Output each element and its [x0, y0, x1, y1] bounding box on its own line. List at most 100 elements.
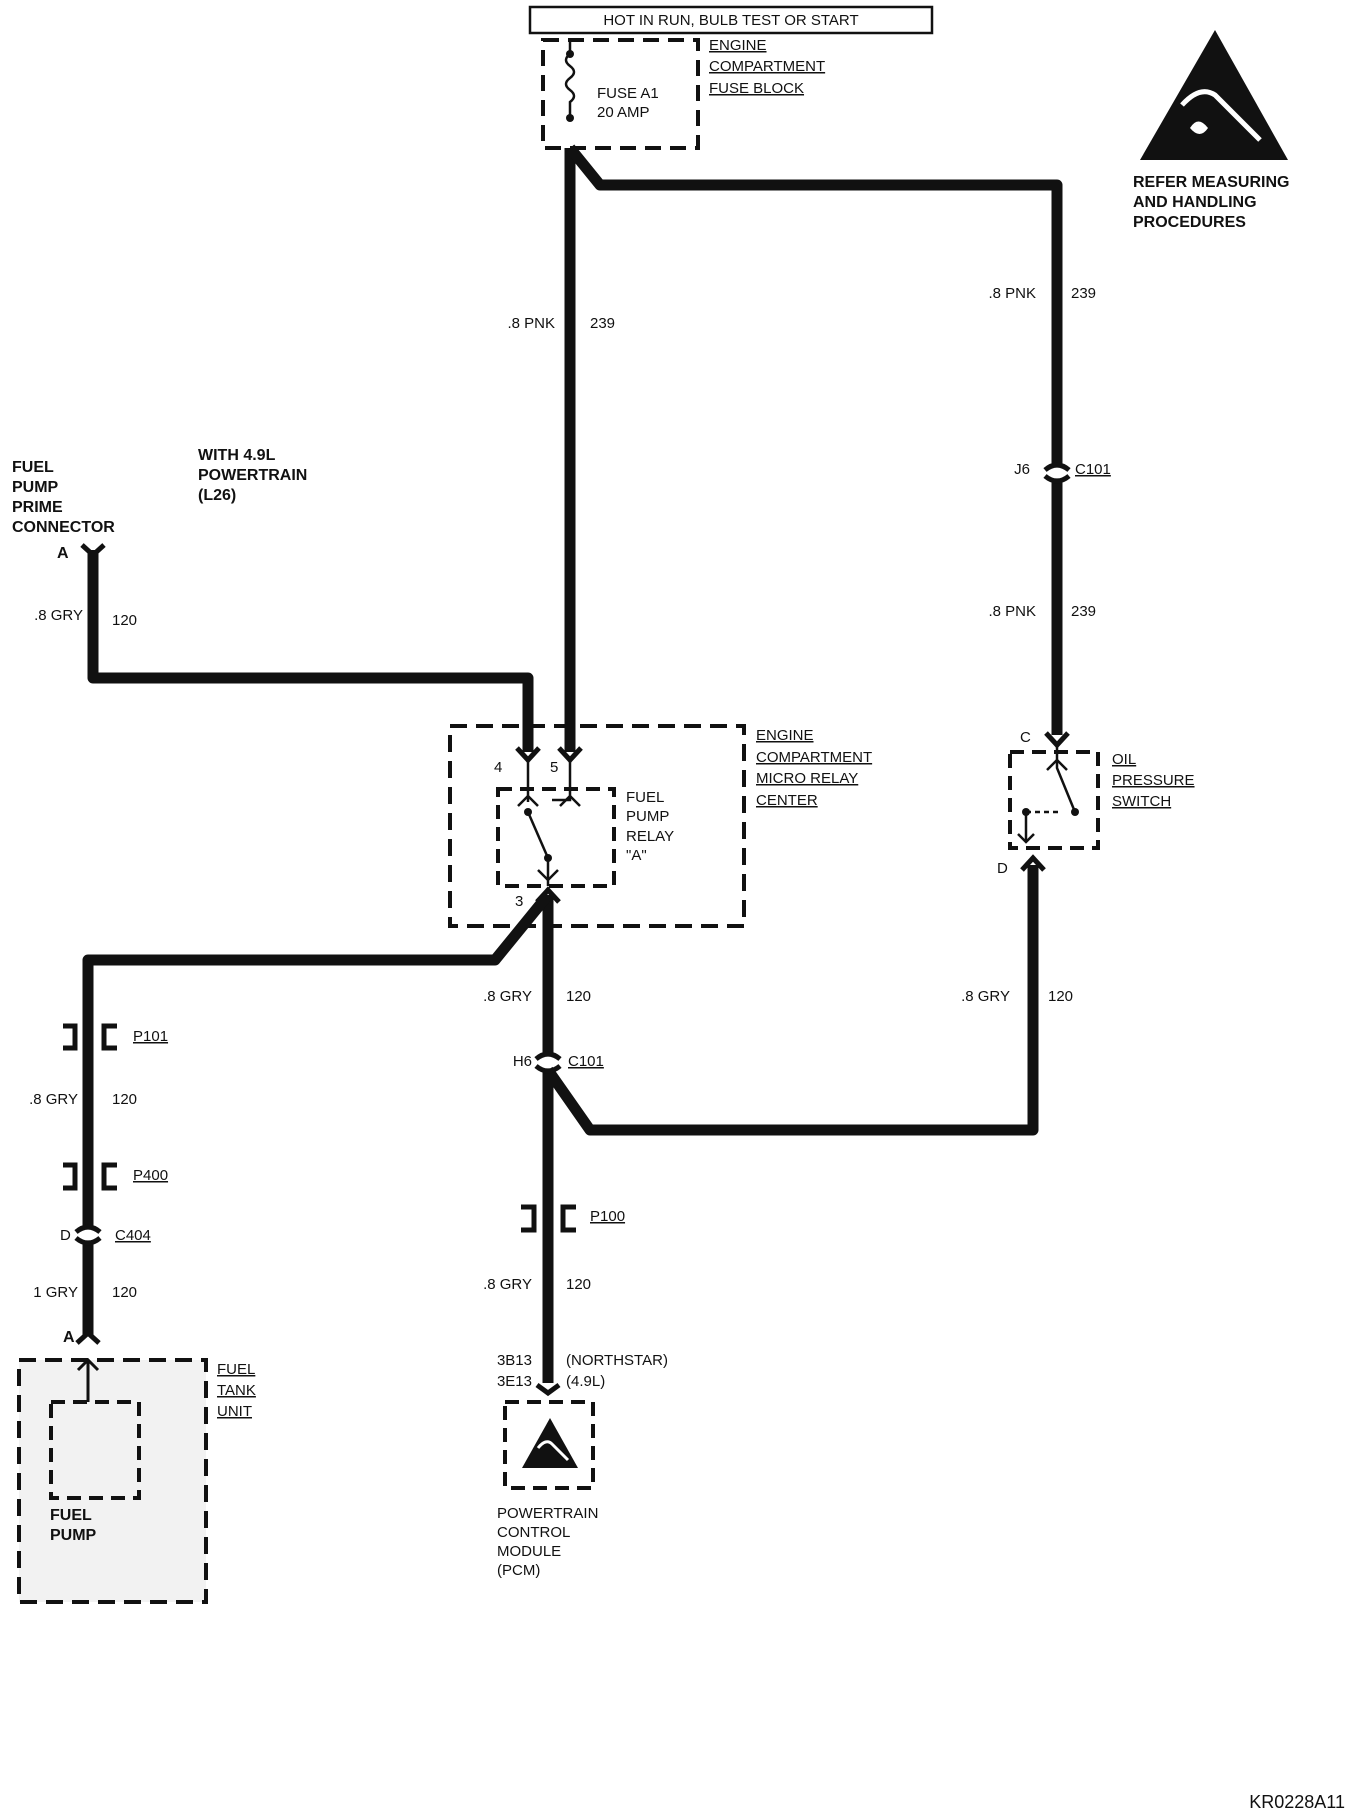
- p400-passthrough: [63, 1162, 117, 1191]
- relay-label-3: RELAY: [626, 828, 674, 845]
- fuse-block-title-1: ENGINE: [709, 37, 767, 54]
- relay-center-title-3: MICRO RELAY: [756, 770, 858, 787]
- relay-contact-2: [544, 854, 552, 862]
- oil-switch-contact-2: [1022, 808, 1030, 816]
- p101-passthrough: [63, 1023, 117, 1051]
- label-tank-circuit: 120: [112, 1284, 137, 1301]
- option-note-3: (L26): [198, 487, 236, 504]
- p100-passthrough: [521, 1204, 576, 1233]
- label-left-circuit: 120: [112, 1091, 137, 1108]
- fuse-symbol: [564, 42, 576, 118]
- c404-name: C404: [115, 1227, 151, 1244]
- power-label-box: [528, 5, 934, 35]
- label-pnk-right-gauge: .8 PNK: [988, 285, 1036, 302]
- warning-line-3: PROCEDURES: [1133, 214, 1246, 231]
- pcm-variant-1: (NORTHSTAR): [566, 1352, 668, 1369]
- power-label: HOT IN RUN, BULB TEST OR START: [603, 12, 858, 29]
- c101-top-connector: [1043, 462, 1071, 484]
- c101-top-pin: J6: [1014, 461, 1030, 478]
- p100-label: P100: [590, 1208, 625, 1225]
- prime-title-3: PRIME: [12, 499, 63, 516]
- pcm-esd-icon: [522, 1418, 578, 1468]
- label-pcm-circuit: 120: [566, 1276, 591, 1293]
- pcm-box: [503, 1400, 595, 1490]
- c404-connector: [74, 1224, 102, 1246]
- fuel-tank-box: [17, 1358, 208, 1604]
- label-pnk-right2-circuit: 239: [1071, 603, 1096, 620]
- pcm-label-2: CONTROL: [497, 1524, 570, 1541]
- relay-center-box: [448, 724, 746, 928]
- option-note-2: POWERTRAIN: [198, 467, 307, 484]
- label-tank-gauge: 1 GRY: [33, 1284, 78, 1301]
- relay-label-1: FUEL: [626, 789, 664, 806]
- oil-switch-title-2: PRESSURE: [1112, 772, 1195, 789]
- relay-center-title-2: COMPARTMENT: [756, 749, 872, 766]
- p101-label: P101: [133, 1028, 168, 1045]
- pcm-terminal: [535, 1382, 561, 1397]
- esd-warning-icon: [1140, 30, 1288, 160]
- oil-switch-title-3: SWITCH: [1112, 793, 1171, 810]
- relay-pin3-terminal: [535, 886, 561, 904]
- prime-connector-terminal: [80, 543, 106, 559]
- fuel-tank-title-1: FUEL: [217, 1361, 255, 1378]
- label-center-circuit: 120: [566, 988, 591, 1005]
- fuel-pump-lead-arrow: [76, 1357, 100, 1372]
- fuel-tank-title-2: TANK: [217, 1382, 256, 1399]
- relay-pin-3: 3: [515, 893, 523, 910]
- relay-switch-symbol: [517, 760, 581, 886]
- fuel-pump-relay-box: [496, 787, 616, 888]
- label-pnk-right-circuit: 239: [1071, 285, 1096, 302]
- relay-label-2: PUMP: [626, 808, 669, 825]
- label-pcm-gauge: .8 GRY: [483, 1276, 532, 1293]
- fuse-terminal-bottom: [566, 114, 574, 122]
- pcm-pin-2: 3E13: [497, 1373, 532, 1390]
- fuel-pump-label-1: FUEL: [50, 1507, 92, 1524]
- option-note-1: WITH 4.9L: [198, 447, 276, 464]
- fuse-name: FUSE A1: [597, 85, 659, 102]
- oil-switch-symbol: [1017, 745, 1077, 844]
- fuse-block-box: [541, 38, 700, 150]
- prime-title-2: PUMP: [12, 479, 59, 496]
- relay-center-title-1: ENGINE: [756, 727, 814, 744]
- label-oil-out-gauge: .8 GRY: [961, 988, 1010, 1005]
- relay-contact-1: [524, 808, 532, 816]
- label-pnk-circuit: 239: [590, 315, 615, 332]
- oil-switch-box: [1008, 750, 1100, 850]
- label-oil-out-circuit: 120: [1048, 988, 1073, 1005]
- oil-pin-c: C: [1020, 729, 1031, 746]
- fuse-block-title-2: COMPARTMENT: [709, 58, 825, 75]
- oil-pin-d-terminal: [1020, 854, 1046, 872]
- relay-center-title-4: CENTER: [756, 792, 818, 809]
- warning-line-1: REFER MEASURING: [1133, 174, 1289, 191]
- relay-label-4: "A": [626, 847, 647, 864]
- label-pnk-gauge: .8 PNK: [507, 315, 555, 332]
- c101-mid-pin: H6: [513, 1053, 532, 1070]
- label-left-gauge: .8 GRY: [29, 1091, 78, 1108]
- wire-gry-120-prime: [87, 550, 534, 752]
- fuse-block-title-3: FUSE BLOCK: [709, 80, 804, 97]
- c404-pin: D: [60, 1227, 71, 1244]
- fuel-tank-pin-terminal: [75, 1329, 101, 1345]
- relay-pin-4: 4: [494, 759, 502, 776]
- pcm-label-4: (PCM): [497, 1562, 540, 1579]
- fuse-terminal-top: [566, 50, 574, 58]
- warning-line-2: AND HANDLING: [1133, 194, 1257, 211]
- c101-mid-connector: [534, 1051, 562, 1074]
- wires: [82, 144, 1063, 1383]
- pcm-pin-1: 3B13: [497, 1352, 532, 1369]
- oil-switch-title-1: OIL: [1112, 751, 1136, 768]
- p400-label: P400: [133, 1167, 168, 1184]
- label-center-gauge: .8 GRY: [483, 988, 532, 1005]
- fuel-pump-box: [49, 1400, 141, 1500]
- fuel-pump-label-2: PUMP: [50, 1527, 97, 1544]
- c101-top-name: C101: [1075, 461, 1111, 478]
- fuel-tank-pin: A: [63, 1329, 75, 1346]
- label-prime-circuit: 120: [112, 612, 137, 629]
- pcm-label-1: POWERTRAIN: [497, 1505, 598, 1522]
- wire-gry-120-oil-out: [543, 865, 1039, 1136]
- pcm-variant-2: (4.9L): [566, 1373, 605, 1390]
- relay-pin-5: 5: [550, 759, 558, 776]
- prime-pin: A: [57, 545, 69, 562]
- oil-switch-contact: [1071, 808, 1079, 816]
